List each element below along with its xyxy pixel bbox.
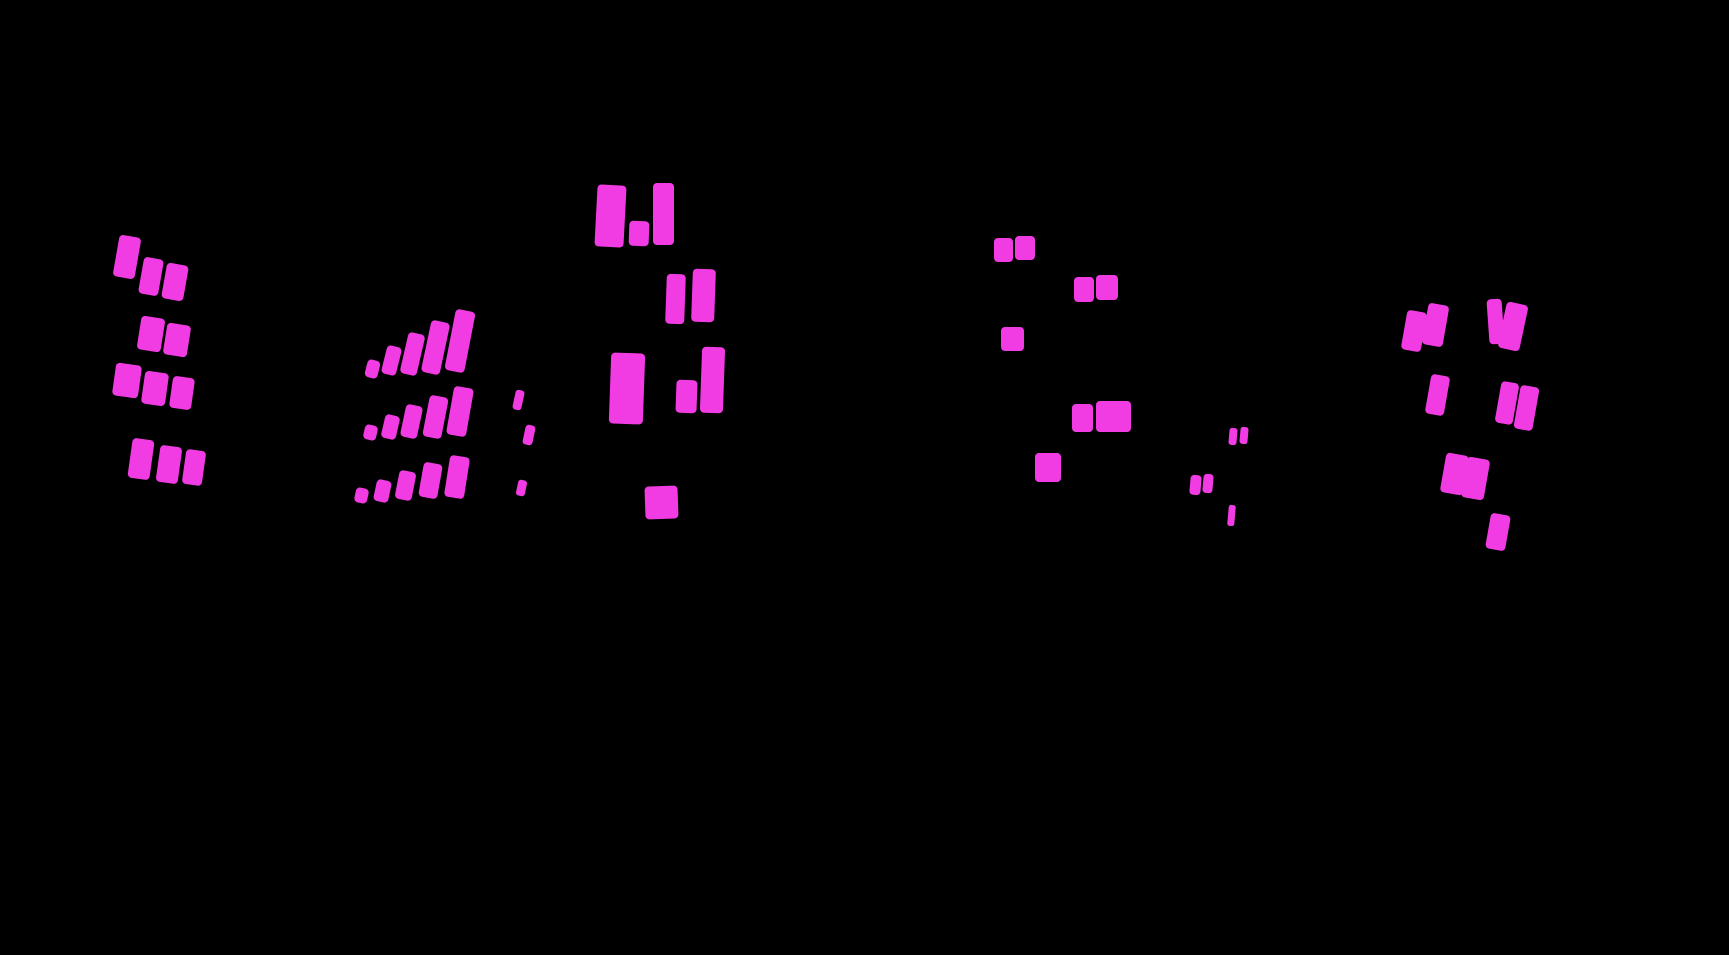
mask-shape: [665, 273, 686, 325]
right-window-group: [1401, 298, 1540, 551]
mask-shape: [1401, 310, 1427, 352]
mask-shape: [515, 479, 528, 497]
mask-shape: [1001, 327, 1024, 351]
mask-shape: [1227, 504, 1236, 527]
mask-shape: [381, 414, 400, 440]
mask-shape: [1074, 277, 1094, 302]
mask-shape: [1096, 275, 1118, 300]
mask-shape: [156, 445, 182, 484]
mask-shape: [1239, 426, 1249, 445]
mask-shape: [127, 438, 155, 480]
mask-shape: [444, 309, 476, 373]
mask-shape: [1498, 301, 1528, 352]
mask-shape: [169, 376, 195, 410]
mask-shape: [1440, 452, 1469, 496]
mask-shape: [1228, 427, 1238, 446]
mask-shape: [691, 268, 716, 323]
mask-shape: [400, 332, 425, 376]
center-right-square-group: [994, 236, 1131, 482]
mask-shape: [137, 315, 165, 353]
left-window-grid: [112, 235, 206, 486]
mask-shape: [138, 257, 164, 296]
mask-shape: [395, 470, 416, 501]
mask-shape: [381, 345, 402, 376]
mask-shape: [653, 183, 674, 245]
mask-shape: [421, 320, 450, 375]
mask-shape: [141, 371, 169, 406]
mask-shape: [364, 359, 381, 379]
mask-shape: [594, 184, 627, 248]
mask-shape: [1189, 474, 1202, 496]
mask-shape: [113, 235, 141, 279]
mask-shape: [1513, 385, 1540, 431]
mask-shape: [1425, 374, 1450, 416]
striped-wedge-band-top: [364, 309, 476, 379]
mask-shape: [1495, 381, 1519, 425]
mask-shape: [373, 479, 392, 503]
mask-shape: [644, 485, 679, 520]
mask-shape: [418, 462, 443, 499]
mask-shape: [608, 352, 646, 425]
mask-shape: [354, 487, 369, 504]
mask-shape: [1072, 404, 1093, 432]
mask-shape: [422, 395, 449, 439]
mask-shape: [1202, 473, 1214, 494]
mask-shape: [994, 238, 1013, 262]
mask-shape: [444, 455, 470, 499]
tiny-marks-group: [1189, 426, 1249, 527]
mask-shape: [512, 389, 525, 411]
mask-shape: [400, 404, 423, 439]
small-marks-right-of-wedges: [512, 389, 536, 497]
mask-shape: [522, 424, 536, 446]
striped-wedge-band-middle: [363, 386, 474, 441]
mask-shape: [675, 379, 698, 414]
mask-shape: [112, 362, 142, 399]
mask-shape: [1485, 513, 1511, 551]
mask-shape: [1096, 401, 1131, 432]
mask-shape: [163, 322, 191, 358]
mask-shape: [628, 220, 650, 247]
mask-shape: [699, 346, 726, 414]
mask-shape: [363, 424, 378, 441]
striped-wedge-band-bottom: [354, 455, 470, 504]
mask-shape: [161, 262, 189, 302]
mask-shape: [1461, 456, 1490, 501]
mask-shape: [1015, 236, 1035, 260]
mask-shape: [1486, 298, 1505, 345]
mask-shape: [446, 386, 474, 437]
center-left-block-group: [594, 183, 726, 520]
mask-shape: [1422, 303, 1449, 347]
mask-shape: [1035, 453, 1061, 482]
mask-shape: [182, 449, 206, 486]
